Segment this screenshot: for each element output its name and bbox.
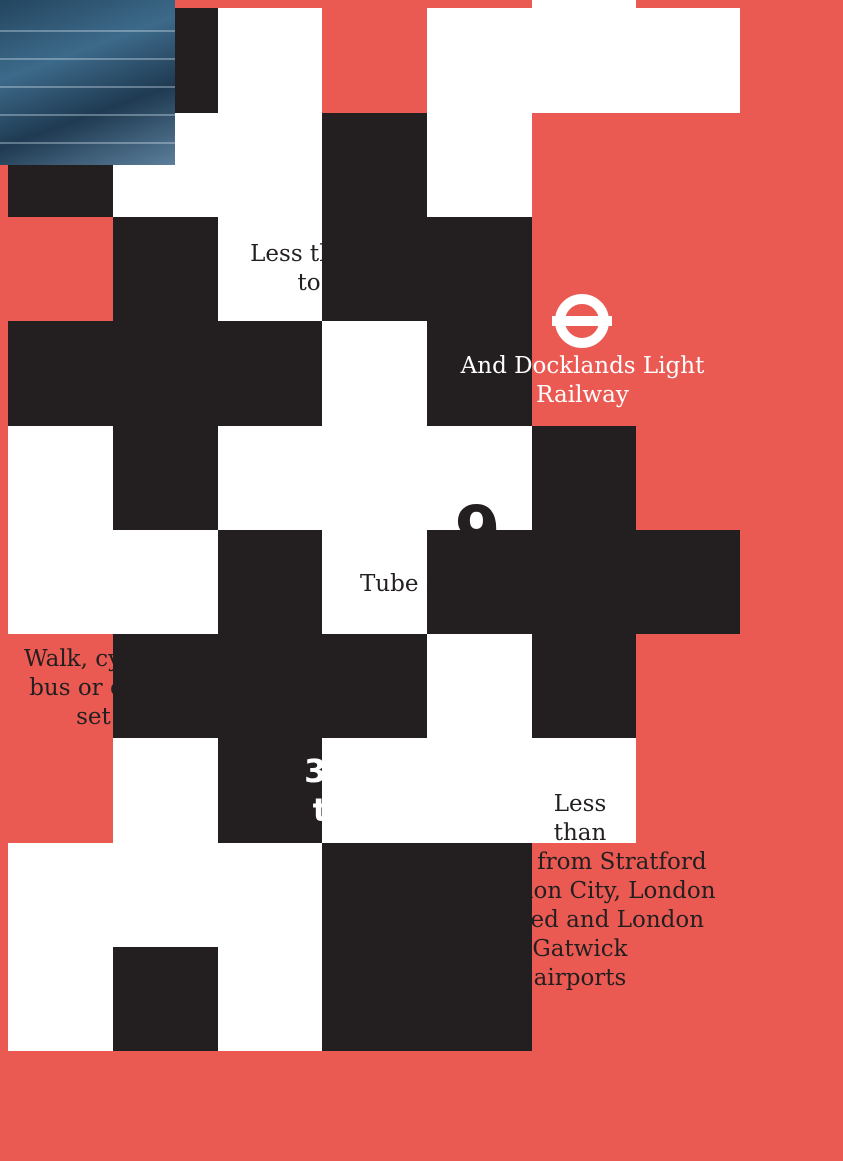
black-tile xyxy=(636,530,740,634)
white-tile xyxy=(532,0,636,8)
walk-cycle-text: Walk, cycle, train, tube,bus or car - th… xyxy=(23,646,301,730)
white-tile xyxy=(218,843,322,947)
white-tile xyxy=(427,8,532,113)
black-tile xyxy=(322,217,427,321)
black-tile xyxy=(322,113,427,217)
black-tile xyxy=(113,426,218,530)
black-tile xyxy=(427,217,532,321)
black-tile xyxy=(322,843,427,947)
white-tile xyxy=(427,634,532,738)
white-tile xyxy=(113,738,218,843)
white-tile xyxy=(8,530,113,634)
black-tile xyxy=(218,530,322,634)
waterfront-photo xyxy=(0,0,175,165)
white-tile xyxy=(218,217,322,321)
white-tile xyxy=(322,426,427,530)
black-tile xyxy=(427,321,532,426)
black-tile xyxy=(427,530,532,634)
white-tile xyxy=(322,530,427,634)
white-tile xyxy=(218,8,322,113)
links-label: Tube and train links xyxy=(359,571,596,597)
white-tile xyxy=(427,426,532,530)
white-tile xyxy=(8,426,113,530)
white-tile xyxy=(427,738,532,843)
black-tile xyxy=(218,321,322,426)
black-tile xyxy=(113,634,218,738)
black-tile xyxy=(427,843,532,947)
black-tile xyxy=(113,947,218,1051)
white-tile xyxy=(218,113,322,217)
black-tile xyxy=(532,530,636,634)
black-tile xyxy=(218,634,322,738)
black-tile xyxy=(113,321,218,426)
white-tile xyxy=(427,113,532,217)
black-tile xyxy=(322,947,427,1051)
white-tile xyxy=(532,738,636,843)
white-tile xyxy=(113,530,218,634)
black-tile xyxy=(532,426,636,530)
white-tile xyxy=(322,738,427,843)
white-tile xyxy=(322,321,427,426)
white-tile xyxy=(8,843,113,947)
white-tile xyxy=(218,947,322,1051)
black-tile xyxy=(218,738,322,843)
white-tile xyxy=(113,843,218,947)
white-tile xyxy=(8,947,113,1051)
white-tile xyxy=(636,8,740,113)
underground-roundel-icon xyxy=(552,294,612,348)
black-tile xyxy=(322,634,427,738)
black-tile xyxy=(427,947,532,1051)
black-tile xyxy=(532,634,636,738)
links-count: 9 xyxy=(454,492,501,569)
black-tile xyxy=(8,321,113,426)
black-tile xyxy=(113,217,218,321)
white-tile xyxy=(532,8,636,113)
white-tile xyxy=(218,426,322,530)
